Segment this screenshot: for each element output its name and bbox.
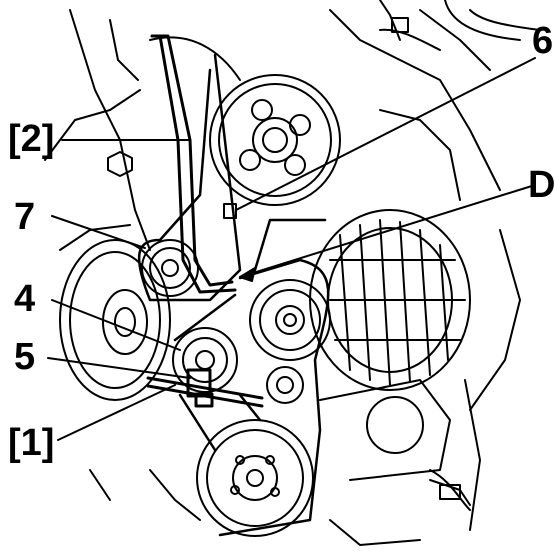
label-ref-1: [1] — [8, 422, 55, 464]
leader-1 — [57, 384, 176, 441]
engine-block-outline — [44, 9, 521, 546]
leader-d — [239, 184, 536, 278]
small-idler — [266, 366, 304, 404]
tool-2-rod — [150, 34, 237, 294]
label-d: D — [528, 164, 555, 206]
idler-pulley-7 — [141, 239, 199, 297]
tensioner-pulley-4 — [172, 327, 238, 393]
label-6: 6 — [532, 20, 554, 62]
alternator — [309, 209, 471, 391]
hex-bolt — [107, 151, 133, 177]
leader-7 — [51, 215, 146, 249]
label-4: 4 — [14, 278, 36, 320]
label-5: 5 — [14, 336, 36, 378]
wire-harness — [379, 0, 541, 41]
leader-4 — [51, 299, 181, 351]
leader-5 — [47, 357, 191, 379]
label-7: 7 — [14, 196, 36, 238]
leader-6 — [235, 57, 536, 211]
ac-compressor — [196, 419, 314, 537]
leader-lines — [47, 57, 536, 441]
upper-pulley — [209, 74, 341, 206]
arrowhead-d — [239, 267, 256, 282]
drive-belt — [137, 53, 330, 537]
starter-body — [319, 379, 471, 506]
crank-pulley — [59, 239, 171, 401]
label-ref-2: [2] — [8, 118, 55, 160]
alternator-pulley — [249, 279, 331, 361]
